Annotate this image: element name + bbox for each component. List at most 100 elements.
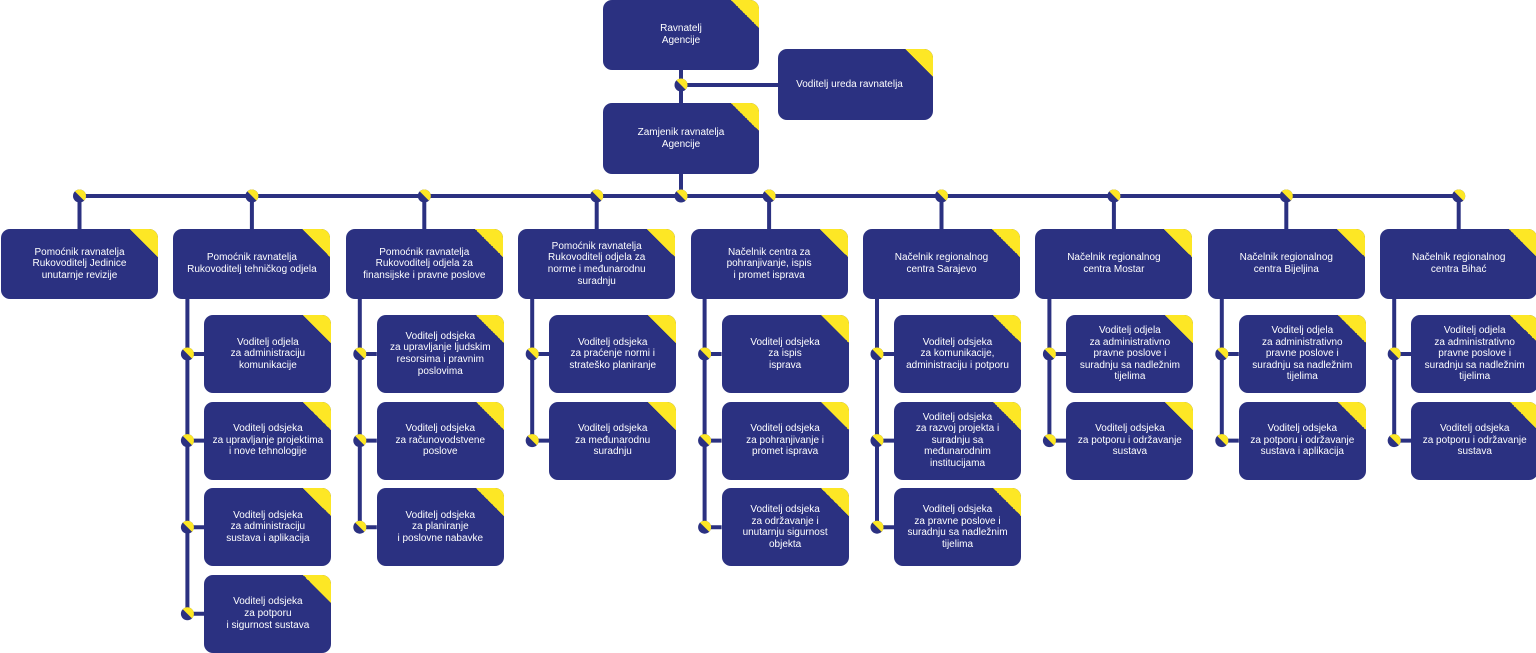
unit-box: Voditelj odsjeka za upravljanje projekti… (204, 401, 332, 480)
unit-box: Voditelj odsjeka za međunarodnu suradnju (549, 401, 677, 480)
corner-accent-icon (130, 229, 158, 257)
corner-accent-icon (1510, 401, 1536, 430)
connector-node-icon (698, 520, 712, 534)
connector-node-icon (180, 347, 194, 361)
unit-box-label: Voditelj odsjeka za međunarodnu suradnju (575, 423, 651, 458)
unit-box: Voditelj odjela za administrativno pravn… (1411, 315, 1536, 393)
connector-node-icon (698, 347, 712, 361)
connector-node-icon (1042, 434, 1056, 448)
connector-node-icon (353, 347, 367, 361)
deputy-box-label: Zamjenik ravnatelja Agencije (637, 126, 725, 150)
connector-node-icon (698, 434, 712, 448)
corner-accent-icon (302, 229, 331, 257)
connector-node-icon (870, 434, 884, 448)
deputy-box: Zamjenik ravnatelja Agencije (603, 103, 759, 174)
corner-accent-icon (993, 315, 1021, 343)
column-head-box: Načelnik centra za pohranjivanje, ispis … (690, 229, 848, 299)
corner-accent-icon (992, 229, 1020, 257)
connector-node-icon (762, 189, 776, 203)
corner-accent-icon (1337, 401, 1366, 430)
unit-box-label: Voditelj odsjeka za pohranjivanje i prom… (746, 423, 824, 458)
corner-accent-icon (475, 488, 504, 517)
unit-box-label: Voditelj odsjeka za upravljanje projekti… (212, 423, 324, 458)
unit-box: Voditelj odsjeka za upravljanje ljudskim… (376, 315, 504, 393)
unit-box-label: Voditelj odsjeka za planiranje i poslovn… (397, 509, 484, 544)
column-head-box-label: Načelnik regionalnog centra Mostar (1067, 252, 1161, 275)
unit-box: Voditelj odjela za administrativno pravn… (1066, 315, 1194, 393)
director-box: Ravnatelj Agencije (603, 0, 759, 70)
corner-accent-icon (731, 0, 759, 28)
connector-node-icon (1215, 347, 1229, 361)
connector-node-icon (525, 347, 539, 361)
unit-box-label: Voditelj odsjeka za praćenje normi i str… (569, 336, 657, 371)
connector-node-icon (870, 520, 884, 534)
column-head-box-label: Pomoćnik ravnatelja Rukovoditelj Jedinic… (32, 246, 127, 281)
unit-box: Voditelj odjela za administraciju komuni… (204, 315, 332, 393)
unit-box-label: Voditelj odjela za administraciju komuni… (230, 336, 306, 371)
unit-box: Voditelj odjela za administrativno pravn… (1238, 315, 1366, 393)
unit-box: Voditelj odsjeka za ispis isprava (721, 315, 849, 393)
unit-box: Voditelj odsjeka za planiranje i poslovn… (376, 488, 504, 567)
column-head-box: Pomoćnik ravnatelja Rukovoditelj odjela … (518, 229, 676, 299)
corner-accent-icon (474, 229, 503, 257)
column-head-box: Načelnik regionalnog centra Mostar (1035, 229, 1193, 299)
unit-box: Voditelj odsjeka za održavanje i unutarn… (721, 488, 849, 567)
connector-node-icon (1387, 347, 1401, 361)
unit-box-label: Voditelj odsjeka za razvoj projekta i su… (915, 411, 1000, 469)
connector-node-icon (180, 434, 194, 448)
connector-node-icon (180, 607, 194, 621)
corner-accent-icon (648, 401, 677, 430)
connector-node-icon (525, 434, 539, 448)
unit-box-label: Voditelj odsjeka za potporu i održavanje… (1250, 423, 1355, 458)
unit-box-label: Voditelj odsjeka za ispis isprava (750, 336, 820, 371)
connector-node-icon (935, 189, 948, 203)
connector-node-icon (353, 434, 367, 448)
column-head-box: Pomoćnik ravnatelja Rukovoditelj tehničk… (173, 229, 331, 299)
corner-accent-icon (303, 574, 332, 603)
column-head-box-label: Načelnik regionalnog centra Bihać (1411, 252, 1506, 275)
unit-box: Voditelj odsjeka za razvoj projekta i su… (894, 401, 1021, 480)
unit-box-label: Voditelj odsjeka za potporu i održavanje… (1077, 423, 1182, 458)
connector-node-icon (417, 189, 431, 203)
corner-accent-icon (475, 315, 504, 343)
unit-box-label: Voditelj odsjeka za potporu i sigurnost … (226, 596, 310, 631)
corner-accent-icon (647, 229, 676, 257)
unit-box-label: Voditelj odsjeka za računovodstvene posl… (395, 423, 486, 458)
corner-accent-icon (648, 315, 677, 343)
connector-node-icon (1279, 189, 1293, 203)
unit-box-label: Voditelj odjela za administrativno pravn… (1252, 325, 1353, 383)
column-head-box: Pomoćnik ravnatelja Rukovoditelj Jedinic… (1, 229, 158, 299)
corner-accent-icon (1509, 229, 1536, 257)
unit-box: Voditelj odsjeka za računovodstvene posl… (376, 401, 504, 480)
connector-node-icon (1215, 434, 1229, 448)
connector-node-icon (1042, 347, 1056, 361)
unit-box: Voditelj odsjeka za potporu i sigurnost … (204, 574, 332, 653)
unit-box-label: Voditelj odsjeka za komunikacije, admini… (906, 336, 1009, 371)
corner-accent-icon (819, 229, 848, 257)
unit-box: Voditelj odsjeka za administraciju susta… (204, 488, 332, 567)
corner-accent-icon (820, 401, 849, 430)
column-head-box: Načelnik regionalnog centra Sarajevo (863, 229, 1020, 299)
unit-box-label: Voditelj odjela za administrativno pravn… (1079, 325, 1180, 383)
connector-node-icon (674, 189, 688, 203)
corner-accent-icon (993, 488, 1021, 517)
connector-node-icon (1387, 434, 1401, 448)
unit-box: Voditelj odsjeka za potporu i održavanje… (1238, 401, 1366, 480)
corner-accent-icon (993, 401, 1021, 430)
unit-box: Voditelj odsjeka za pohranjivanje i prom… (721, 401, 849, 480)
corner-accent-icon (475, 401, 504, 430)
corner-accent-icon (1165, 401, 1194, 430)
unit-box-label: Voditelj odsjeka za administraciju susta… (226, 509, 310, 544)
connector-node-icon (870, 347, 884, 361)
unit-box: Voditelj odsjeka za pravne poslove i sur… (894, 488, 1021, 567)
office-head-box: Voditelj ureda ravnatelja (778, 49, 933, 120)
corner-accent-icon (1337, 315, 1366, 343)
corner-accent-icon (820, 488, 849, 517)
unit-box: Voditelj odsjeka za praćenje normi i str… (549, 315, 677, 393)
corner-accent-icon (1165, 315, 1194, 343)
corner-accent-icon (1336, 229, 1365, 257)
connector-node-icon (353, 520, 367, 534)
connector-node-icon (674, 78, 688, 92)
